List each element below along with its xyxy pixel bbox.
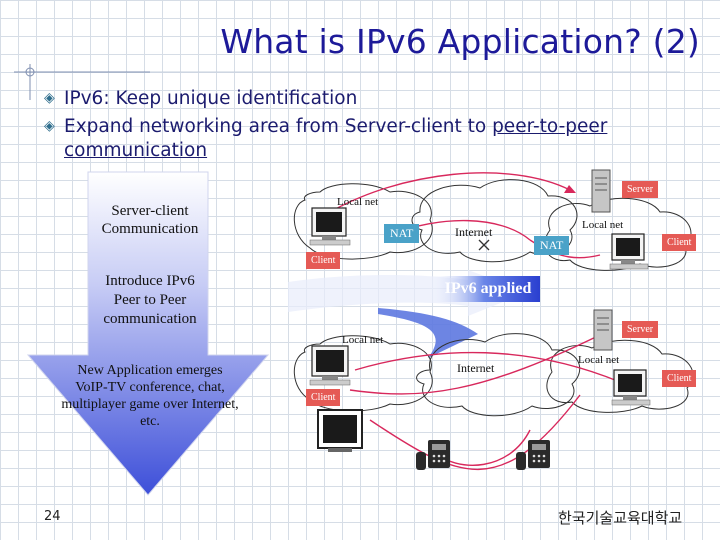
computer-icon — [609, 233, 649, 270]
server-tag-bottom: Server — [622, 321, 659, 338]
client-tag-left-bottom: Client — [306, 389, 341, 406]
stage-2-text: Introduce IPv6 Peer to Peer communicatio… — [103, 273, 197, 327]
tv-icon — [317, 409, 363, 452]
nat-box-left: NAT — [384, 224, 420, 243]
bottom-network-diagram — [293, 309, 694, 470]
phone-icon — [416, 440, 450, 470]
internet-label-top: Internet — [455, 225, 493, 239]
bullet-2-text-line2: communication — [64, 140, 208, 161]
computer-icon — [309, 207, 351, 246]
stage-3-text: New Application emerges VoIP-TV conferen… — [61, 363, 239, 429]
bullet-1-text: IPv6: Keep unique identification — [64, 88, 358, 109]
computer-icon — [611, 369, 651, 406]
nat-box-right: NAT — [534, 236, 570, 255]
internet-cloud-bottom — [416, 333, 581, 417]
p2p-link — [354, 351, 621, 383]
peer-to-peer-link[interactable]: peer-to-peer — [492, 116, 608, 137]
client-tag-left-top: Client — [306, 252, 341, 269]
client-tag-right-bottom: Client — [662, 370, 697, 387]
bullet-2: ◈ Expand networking area from Server-clie… — [44, 114, 607, 163]
top-network-diagram — [293, 169, 692, 271]
bullet-1: ◈ IPv6: Keep unique identification — [44, 86, 357, 111]
title-decoration — [14, 64, 680, 100]
university-name: 한국기술교육대학교 — [558, 509, 683, 527]
internet-label-bottom: Internet — [457, 361, 495, 375]
page-number: 24 — [44, 509, 61, 524]
server-tower-icon — [593, 309, 613, 351]
computer-icon — [309, 345, 351, 386]
evolution-arrow — [26, 171, 270, 496]
ipv6-applied-label: IPv6 applied — [444, 280, 532, 297]
p2p-link — [369, 394, 581, 470]
p2p-link — [349, 329, 611, 395]
phone-icon — [516, 440, 550, 470]
stage-1-text: Server-client Communication — [101, 203, 199, 237]
local-net-label-right-bottom: Local net — [578, 354, 620, 366]
local-net-cloud-right — [546, 339, 694, 413]
server-tag-top: Server — [622, 181, 659, 198]
diamond-bullet-icon: ◈ — [44, 118, 55, 134]
local-net-label-left-bottom: Local net — [342, 334, 384, 346]
page-title: What is IPv6 Application? (2) — [220, 22, 700, 61]
client-tag-right-top: Client — [662, 234, 697, 251]
server-tower-icon — [591, 169, 611, 213]
bullet-2-text: Expand networking area from Server-clien… — [64, 116, 493, 137]
ipv6-applied-arrow — [288, 270, 540, 358]
server-to-client-arrow — [324, 172, 571, 216]
local-net-label-right-top: Local net — [582, 219, 624, 231]
local-net-label-left-top: Local net — [337, 196, 379, 208]
diamond-bullet-icon: ◈ — [44, 90, 55, 106]
local-net-cloud-left — [293, 183, 433, 260]
